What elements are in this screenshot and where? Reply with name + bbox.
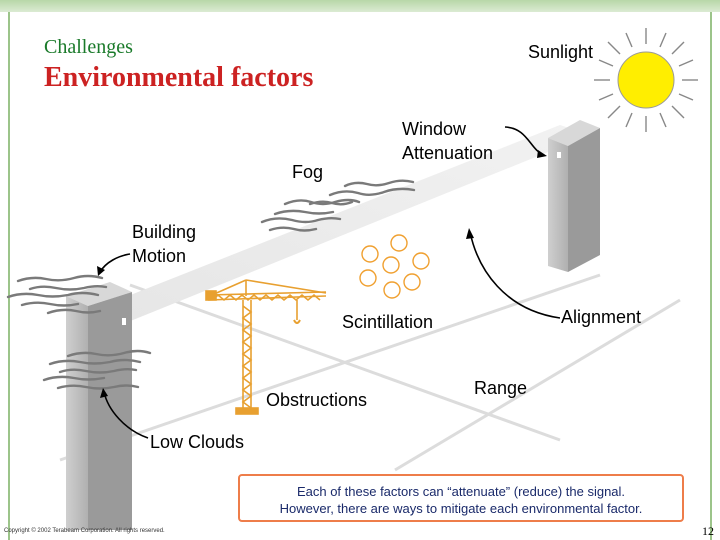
obstructions-label: Obstructions <box>266 390 368 410</box>
range-label: Range <box>474 378 528 398</box>
building-motion-arrow <box>99 253 131 273</box>
mitigation-note-box: Each of these factors can “attenuate” (r… <box>238 474 684 522</box>
scintillation-circle <box>403 273 421 291</box>
left-building <box>66 282 132 530</box>
signal-beam <box>118 125 590 322</box>
copyright-text: Copyright © 2002 Terabeam Corporation. A… <box>4 528 165 534</box>
scintillation-circle <box>383 281 401 299</box>
alignment-label: Alignment <box>561 307 642 327</box>
fog-clouds <box>260 179 416 232</box>
scintillation-circle <box>382 256 400 274</box>
right-building <box>548 120 600 272</box>
low-clouds-label: Low Clouds <box>150 432 245 452</box>
sun-icon <box>594 28 698 132</box>
alignment-arrow <box>469 231 561 319</box>
scintillation-label: Scintillation <box>342 312 434 332</box>
scintillation-circle <box>359 269 377 287</box>
scintillation-circle <box>361 245 379 263</box>
scintillation-circle <box>412 252 430 270</box>
building-motion-label-line1: Building <box>132 222 197 242</box>
page-number: 12 <box>702 524 714 538</box>
window-attenuation-label-line2: Attenuation <box>402 143 494 163</box>
building-motion-label-line2: Motion <box>132 246 187 266</box>
scintillation-circle <box>390 234 408 252</box>
low-clouds-arrow <box>103 391 149 439</box>
top-bar <box>0 0 720 12</box>
slide-title: Environmental factors <box>44 62 314 93</box>
note-line-1: Each of these factors can “attenuate” (r… <box>296 484 626 499</box>
scintillation-circles <box>359 234 430 299</box>
low-clouds <box>42 349 152 390</box>
construction-crane <box>205 279 327 415</box>
slide-subtitle: Challenges <box>44 36 133 58</box>
sunlight-label: Sunlight <box>528 42 594 62</box>
annotation-arrows <box>97 126 561 439</box>
slide-frame <box>8 12 712 540</box>
window-attenuation-label-line1: Window <box>402 119 467 139</box>
fog-label: Fog <box>292 162 324 182</box>
building-motion-clouds <box>6 274 108 315</box>
note-line-2: However, there are ways to mitigate each… <box>279 501 643 516</box>
ground-lines <box>59 273 681 472</box>
